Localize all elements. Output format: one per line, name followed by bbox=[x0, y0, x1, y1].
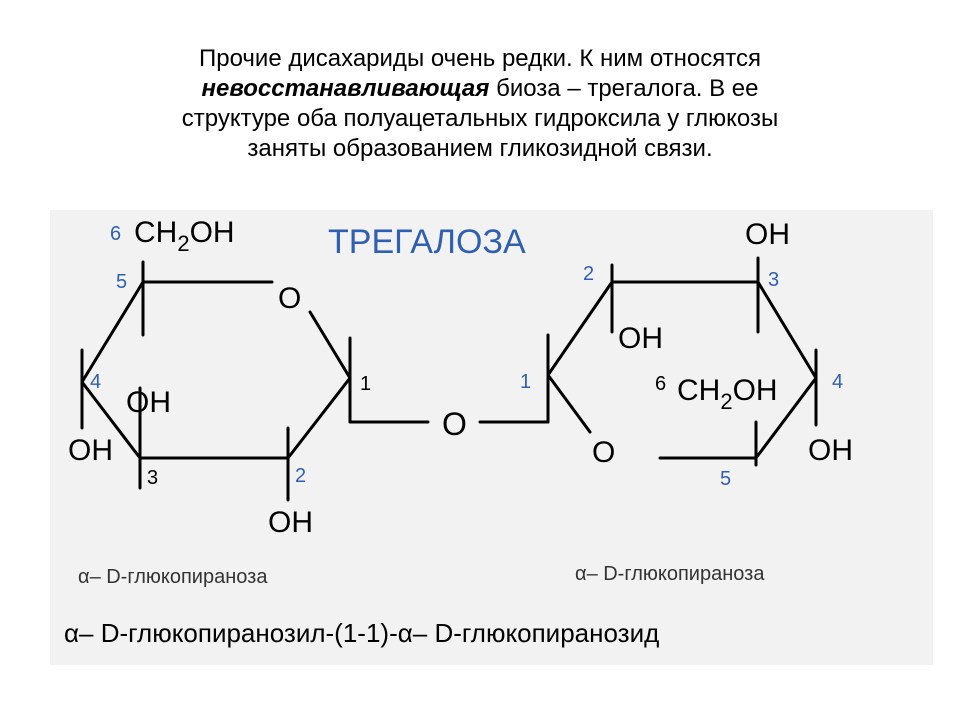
left-ring-bonds bbox=[80, 260, 430, 502]
right-ring-oxygen: O bbox=[592, 436, 615, 469]
intro-line-1: Прочие дисахариды очень редки. К ним отн… bbox=[199, 45, 761, 72]
right-num-5: 5 bbox=[720, 468, 731, 490]
right-ch-text: CH bbox=[677, 374, 720, 407]
right-oh-text: OH bbox=[733, 374, 778, 407]
left-num-1: 1 bbox=[360, 373, 371, 395]
bridge-oxygen: O bbox=[442, 406, 467, 442]
right-oh-c3: OH bbox=[745, 218, 790, 251]
left-ring-caption: α– D-глюкопираноза bbox=[78, 566, 268, 588]
right-num-1: 1 bbox=[520, 371, 531, 393]
right-oh-c4: OH bbox=[808, 434, 853, 467]
bond-c4-c5 bbox=[754, 376, 818, 460]
diagram-title: ТРЕГАЛОЗА bbox=[328, 223, 526, 261]
intro-text: Прочие дисахариды очень редки. К ним отн… bbox=[60, 44, 900, 164]
right-num-3: 3 bbox=[768, 269, 779, 291]
left-oh-c4: OH bbox=[68, 434, 113, 467]
intro-line-3: структуре оба полуацетальных гидроксила … bbox=[181, 105, 779, 132]
bond-c3-c4 bbox=[80, 380, 142, 460]
right-subscript-2: 2 bbox=[720, 389, 732, 414]
right-oh-c2: OH bbox=[618, 322, 663, 355]
bond-c3-c4 bbox=[756, 280, 818, 380]
intro-line-2-rest: биоза – трегалога. В ее bbox=[489, 75, 759, 102]
right-ring-caption: α– D-глюкопираноза bbox=[575, 563, 765, 585]
right-ch2oh-label: CH2OH bbox=[677, 374, 778, 414]
intro-bold-term: невосстанавливающая bbox=[201, 75, 490, 102]
left-oh-c2: OH bbox=[268, 506, 313, 539]
right-ring-bonds bbox=[478, 256, 818, 467]
left-subscript-2: 2 bbox=[177, 231, 189, 256]
bond-c1-o bbox=[546, 373, 592, 434]
bond-o-c1 bbox=[308, 310, 352, 380]
left-num-5: 5 bbox=[116, 271, 127, 293]
left-ch2oh-label: CH2OH bbox=[134, 216, 235, 256]
right-num-4: 4 bbox=[832, 371, 843, 393]
right-num-6: 6 bbox=[655, 373, 666, 395]
bond-c1-c2 bbox=[546, 280, 614, 377]
intro-line-2: невосстанавливающая биоза – трегалога. В… bbox=[60, 74, 900, 104]
bond-c4-c5 bbox=[80, 280, 145, 384]
intro-line-4: заняты образованием гликозидной связи. bbox=[247, 135, 713, 162]
right-num-2: 2 bbox=[583, 263, 594, 285]
bond-c1-c2 bbox=[286, 376, 352, 460]
left-num-2: 2 bbox=[295, 465, 306, 487]
trehalose-structure-figure: ТРЕГАЛОЗА 6 CH2OH 5 O 1 4 OH OH 3 2 OH O… bbox=[50, 210, 933, 665]
left-num-4: 4 bbox=[90, 371, 101, 393]
left-num-6: 6 bbox=[110, 223, 121, 245]
full-compound-name: α– D-глюкопиранозил-(1-1)-α– D-глюкопира… bbox=[64, 618, 659, 648]
left-num-3: 3 bbox=[147, 467, 158, 489]
left-oh-text: OH bbox=[190, 216, 235, 249]
left-ch-text: CH bbox=[134, 216, 177, 249]
structure-svg: ТРЕГАЛОЗА 6 CH2OH 5 O 1 4 OH OH 3 2 OH O… bbox=[64, 216, 853, 648]
left-ring-oxygen: O bbox=[278, 282, 301, 315]
left-oh-c3-upper: OH bbox=[126, 386, 171, 419]
